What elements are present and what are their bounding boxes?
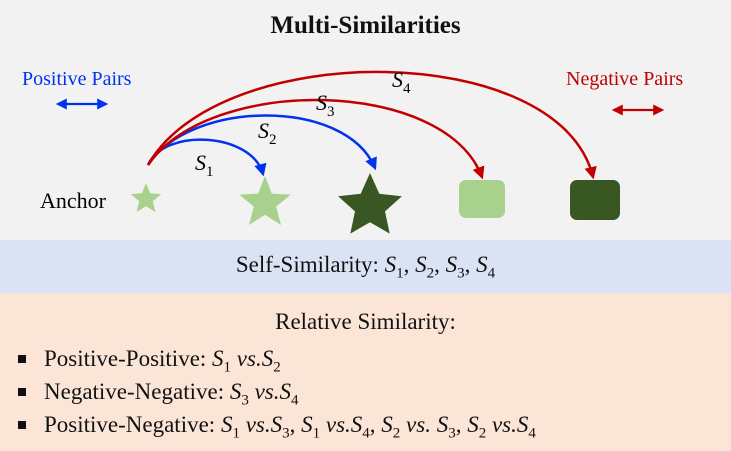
bullet-square-icon [18, 420, 26, 429]
positive-star-light-icon [239, 176, 291, 225]
multi-similarities-panel: Multi-Similarities Positive Pairs Negati… [0, 0, 731, 240]
panel-title: Multi-Similarities [270, 12, 461, 39]
relative-similarity-list: Positive-Positive: S1 vs.S2 Negative-Neg… [18, 342, 536, 442]
list-item-positive-negative: Positive-Negative: S1 vs.S3, S1 vs.S4, S… [18, 408, 536, 442]
bullet-square-icon [18, 354, 26, 363]
anchor-label: Anchor [40, 188, 107, 213]
positive-pairs-label: Positive Pairs [22, 68, 132, 90]
relative-similarity-panel: Relative Similarity: Positive-Positive: … [0, 293, 731, 451]
label-s4: S4 [392, 67, 411, 97]
negative-square-dark-icon [570, 180, 620, 220]
negative-pairs-label: Negative Pairs [566, 68, 683, 90]
label-s3: S3 [316, 90, 335, 120]
arrow-s3 [146, 98, 485, 180]
self-similarity-panel: Self-Similarity: S1, S2, S3, S4 [0, 240, 731, 293]
positive-star-dark-icon [338, 173, 402, 234]
list-item-positive-positive: Positive-Positive: S1 vs.S2 [18, 342, 536, 376]
label-s2: S2 [258, 118, 277, 148]
bullet-square-icon [18, 387, 26, 396]
anchor-star-icon [130, 183, 162, 212]
self-similarity-text: Self-Similarity: S1, S2, S3, S4 [235, 252, 496, 282]
label-s1: S1 [195, 150, 214, 180]
arrow-s4 [146, 70, 597, 180]
list-item-negative-negative: Negative-Negative: S3 vs.S4 [18, 375, 536, 409]
relative-similarity-title: Relative Similarity: [275, 309, 456, 334]
negative-square-light-icon [459, 180, 505, 218]
similarity-diagram: Positive Pairs Negative Pairs S1 S2 S3 S… [22, 67, 683, 234]
